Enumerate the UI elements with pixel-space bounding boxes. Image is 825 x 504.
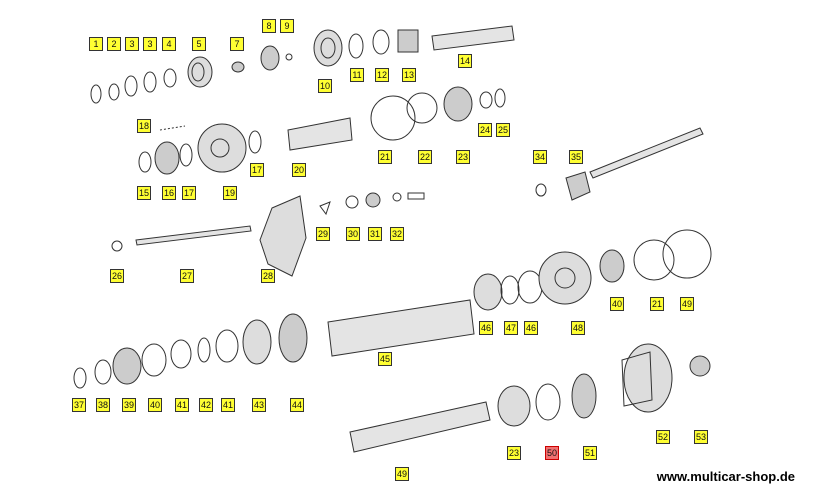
part-label-17[interactable]: 17 — [250, 163, 265, 177]
part-label-37[interactable]: 37 — [72, 398, 87, 412]
part-label-13[interactable]: 13 — [402, 68, 417, 82]
part-label-11[interactable]: 11 — [350, 68, 364, 82]
part-label-45[interactable]: 45 — [378, 352, 393, 366]
part-rings-right — [370, 86, 506, 141]
part-label-14[interactable]: 14 — [458, 54, 473, 68]
part-label-31[interactable]: 31 — [368, 227, 383, 241]
part-label-43[interactable]: 43 — [252, 398, 267, 412]
part-label-2[interactable]: 2 — [107, 37, 121, 51]
part-label-12[interactable]: 12 — [375, 68, 390, 82]
part-label-30[interactable]: 30 — [346, 227, 361, 241]
part-label-49[interactable]: 49 — [395, 467, 410, 481]
part-label-38[interactable]: 38 — [96, 398, 111, 412]
part-label-3[interactable]: 3 — [125, 37, 139, 51]
part-label-34[interactable]: 34 — [533, 150, 548, 164]
part-label-50[interactable]: 50 — [545, 446, 560, 460]
part-label-9[interactable]: 9 — [280, 19, 294, 33]
part-shaft-fork — [111, 195, 307, 277]
part-label-46[interactable]: 46 — [524, 321, 539, 335]
part-output-shaft — [349, 343, 711, 453]
part-bearings-bottom-left — [73, 313, 308, 389]
part-label-47[interactable]: 47 — [504, 321, 519, 335]
part-selector-shaft — [535, 127, 704, 201]
part-label-52[interactable]: 52 — [656, 430, 671, 444]
part-label-19[interactable]: 19 — [223, 186, 238, 200]
part-label-5[interactable]: 5 — [192, 37, 206, 51]
part-label-39[interactable]: 39 — [122, 398, 137, 412]
part-label-3[interactable]: 3 — [143, 37, 157, 51]
part-label-25[interactable]: 25 — [496, 123, 511, 137]
part-label-41[interactable]: 41 — [175, 398, 190, 412]
part-label-41[interactable]: 41 — [221, 398, 236, 412]
part-label-51[interactable]: 51 — [583, 446, 598, 460]
part-small-hardware — [319, 192, 425, 216]
part-label-28[interactable]: 28 — [261, 269, 276, 283]
part-label-22[interactable]: 22 — [418, 150, 433, 164]
part-label-32[interactable]: 32 — [390, 227, 405, 241]
part-label-48[interactable]: 48 — [571, 321, 586, 335]
part-label-44[interactable]: 44 — [290, 398, 305, 412]
watermark-url: www.multicar-shop.de — [656, 469, 795, 484]
part-label-20[interactable]: 20 — [292, 163, 307, 177]
part-label-21[interactable]: 21 — [378, 150, 393, 164]
part-label-4[interactable]: 4 — [162, 37, 176, 51]
part-label-1[interactable]: 1 — [89, 37, 103, 51]
part-label-26[interactable]: 26 — [110, 269, 125, 283]
part-label-16[interactable]: 16 — [162, 186, 177, 200]
part-label-8[interactable]: 8 — [262, 19, 276, 33]
part-label-53[interactable]: 53 — [694, 430, 709, 444]
part-gear-cluster — [138, 117, 353, 175]
part-label-17[interactable]: 17 — [182, 186, 197, 200]
part-label-21[interactable]: 21 — [650, 297, 665, 311]
part-bearings-top — [313, 25, 515, 67]
part-label-46[interactable]: 46 — [479, 321, 494, 335]
part-label-23[interactable]: 23 — [507, 446, 522, 460]
part-rings-center-right — [473, 229, 712, 311]
part-label-10[interactable]: 10 — [318, 79, 333, 93]
part-label-7[interactable]: 7 — [230, 37, 244, 51]
part-label-18[interactable]: 18 — [137, 119, 152, 133]
part-label-42[interactable]: 42 — [199, 398, 214, 412]
part-label-49[interactable]: 49 — [680, 297, 695, 311]
part-label-40[interactable]: 40 — [610, 297, 625, 311]
part-label-15[interactable]: 15 — [137, 186, 152, 200]
part-rings-top-left — [90, 45, 293, 104]
part-label-23[interactable]: 23 — [456, 150, 471, 164]
part-label-35[interactable]: 35 — [569, 150, 584, 164]
part-label-29[interactable]: 29 — [316, 227, 331, 241]
part-main-shaft — [327, 299, 475, 357]
part-label-27[interactable]: 27 — [180, 269, 195, 283]
part-label-24[interactable]: 24 — [478, 123, 493, 137]
part-label-40[interactable]: 40 — [148, 398, 163, 412]
